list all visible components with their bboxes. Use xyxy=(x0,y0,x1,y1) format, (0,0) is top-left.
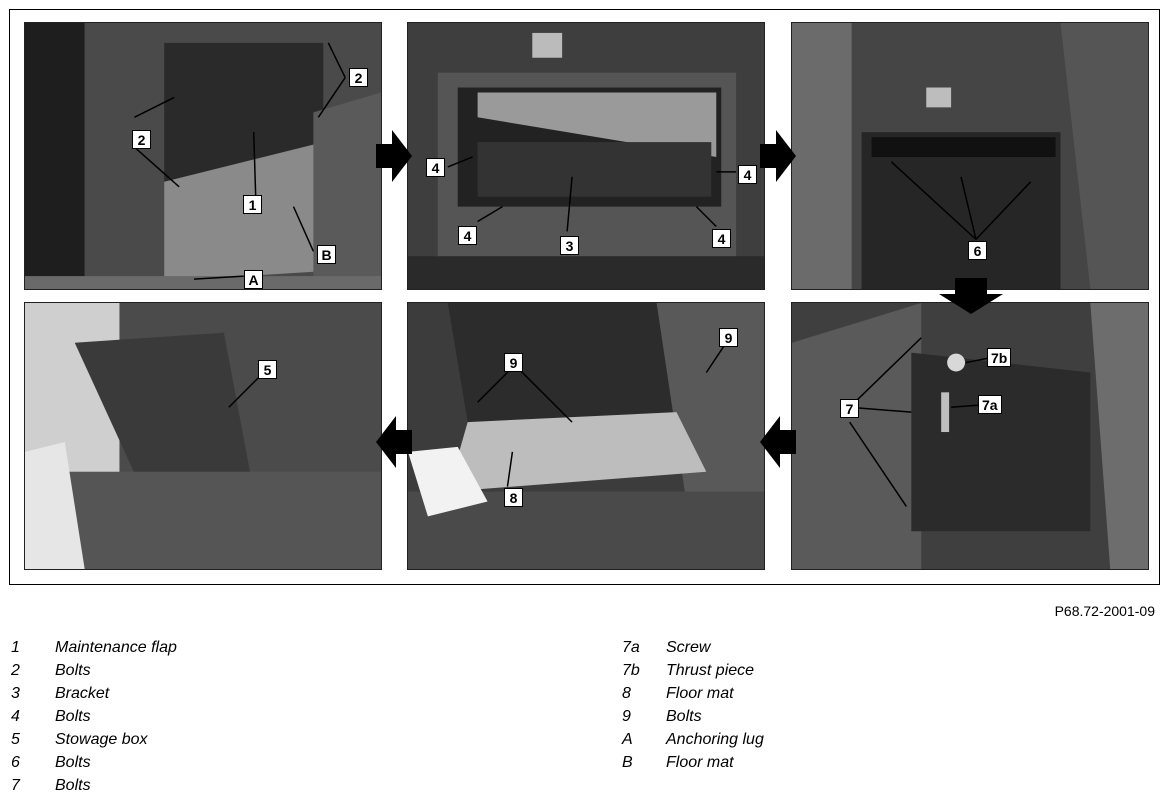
arrow-down-icon xyxy=(939,278,1003,314)
arrow-left-icon xyxy=(376,416,412,468)
figure-frame: 2 2 1 B A 4 4 4 3 4 xyxy=(9,9,1160,585)
callout-7: 7 xyxy=(840,399,859,418)
arrow-left-icon xyxy=(760,416,796,468)
photo-panel-6-screw-thrust-piece: 7 7b 7a xyxy=(791,302,1149,570)
arrow-right-icon xyxy=(376,130,412,182)
callout-4: 4 xyxy=(738,165,757,184)
photo-panel-2-bracket: 4 4 4 3 4 xyxy=(407,22,765,290)
callout-4: 4 xyxy=(426,158,445,177)
callout-4: 4 xyxy=(458,226,477,245)
callout-B: B xyxy=(317,245,336,264)
callout-7a: 7a xyxy=(978,395,1002,414)
callout-3: 3 xyxy=(560,236,579,255)
arrow-right-icon xyxy=(760,130,796,182)
callout-6: 6 xyxy=(968,241,987,260)
callout-9: 9 xyxy=(719,328,738,347)
callout-2: 2 xyxy=(349,68,368,87)
callout-2: 2 xyxy=(132,130,151,149)
callout-A: A xyxy=(244,270,263,289)
photo-panel-1-maintenance-flap: 2 2 1 B A xyxy=(24,22,382,290)
callout-5: 5 xyxy=(258,360,277,379)
callout-4: 4 xyxy=(712,229,731,248)
callout-9: 9 xyxy=(504,353,523,372)
callout-7b: 7b xyxy=(987,348,1012,367)
figure-reference: P68.72-2001-09 xyxy=(1054,603,1155,619)
photo-panel-5-floor-mat: 9 9 8 xyxy=(407,302,765,570)
photo-panel-4-stowage-box: 5 xyxy=(24,302,382,570)
photo-panel-3-opening: 6 xyxy=(791,22,1149,290)
callout-1: 1 xyxy=(243,195,262,214)
callout-8: 8 xyxy=(504,488,523,507)
